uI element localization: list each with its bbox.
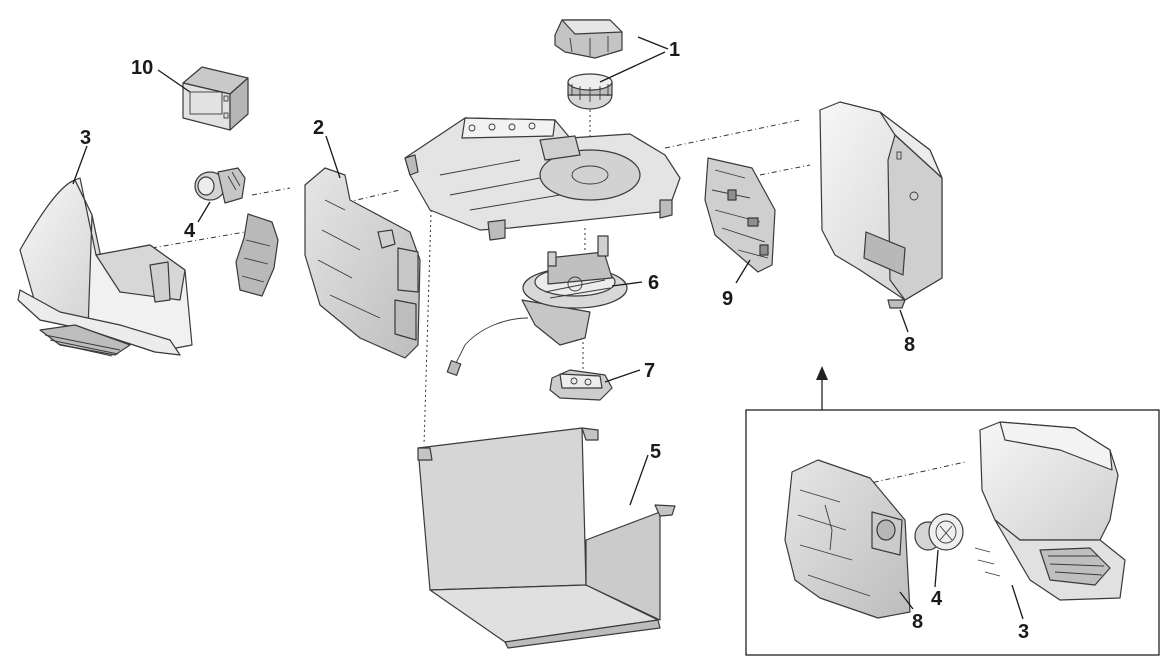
- callout-9: 9: [722, 288, 733, 310]
- inset-frame: [745, 366, 1160, 656]
- part-1-cap-and-sprocket: [554, 19, 623, 110]
- part-3-cover-shell: [17, 177, 193, 357]
- callout-2: 2: [313, 117, 324, 139]
- callout-1: 1: [669, 39, 680, 61]
- inset-part-3-shell: [974, 421, 1126, 601]
- chassis-plate: [404, 117, 681, 241]
- part-8-rear-cover: [819, 101, 943, 309]
- callout-10: 10: [131, 57, 153, 79]
- part-6-motor: [446, 235, 628, 376]
- inset-callout-8: 8: [912, 611, 923, 633]
- part-5-rail-tray: [417, 427, 676, 649]
- callout-5: 5: [650, 441, 661, 463]
- lens-piece: [235, 213, 279, 297]
- part-4-lamp-socket: [194, 167, 246, 204]
- part-2-inner-housing: [304, 167, 421, 359]
- callout-8: 8: [904, 334, 915, 356]
- part-10-cube: [182, 66, 249, 131]
- callout-7: 7: [644, 360, 655, 382]
- callout-labels: 1 10 2 3 4 6 9 8 7 5 4 8 3: [80, 39, 1029, 643]
- part-9-logic-board: [704, 157, 776, 273]
- inset-callout-3: 3: [1018, 621, 1029, 643]
- part-7-gear-module: [549, 369, 613, 401]
- leader-lines: [72, 36, 1024, 620]
- callout-4: 4: [184, 220, 196, 242]
- callout-6: 6: [648, 272, 659, 294]
- inset-part-8-housing: [784, 459, 911, 619]
- callout-3: 3: [80, 127, 91, 149]
- inset-callout-4: 4: [931, 588, 943, 610]
- inset-part-4-socket: [914, 513, 964, 551]
